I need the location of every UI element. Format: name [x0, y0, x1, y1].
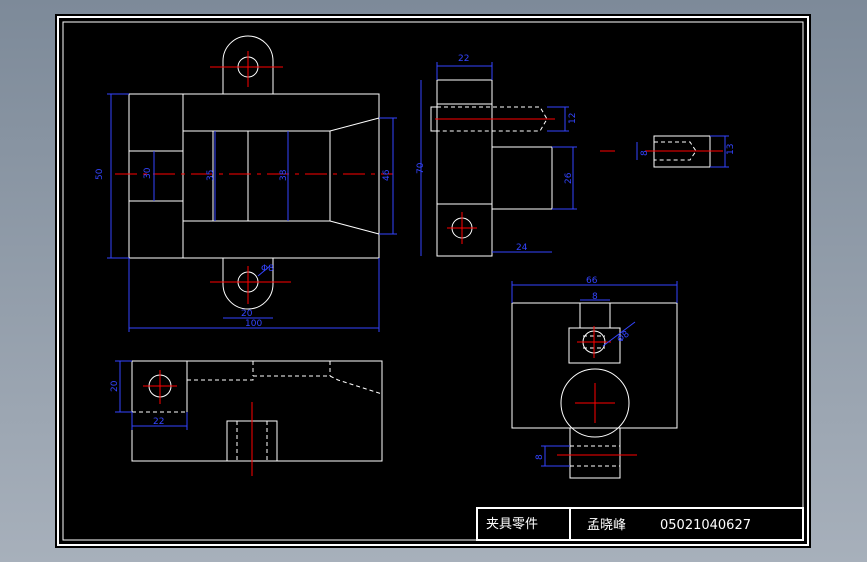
cad-drawing: 50 30 35 38 46 20 Φ8 100	[57, 16, 809, 546]
dim-bore1: 30	[143, 167, 153, 179]
end-view: 66 8 Φ8 8	[511, 276, 678, 479]
dim-lug-bottom: 20	[241, 309, 253, 319]
dim-pin-dia1: 8	[640, 150, 650, 156]
side-body	[436, 79, 493, 257]
title-author: 孟晓峰	[587, 518, 626, 533]
outer-border	[57, 16, 809, 546]
front-view: 20 22	[110, 360, 383, 476]
dim-top-width: 22	[458, 54, 469, 64]
dim-cone: 46	[382, 169, 392, 181]
main-body	[128, 93, 380, 259]
dim-side-height: 70	[416, 162, 426, 174]
dim-end-base: 8	[535, 454, 545, 460]
pin-detail: 8 13	[600, 135, 736, 168]
dim-lug-height: 20	[110, 380, 120, 392]
title-block: 夹具零件 孟晓峰 05021040627	[476, 507, 804, 541]
dim-pin-dia2: 13	[726, 144, 736, 155]
dim-lug-hole: Φ8	[261, 264, 274, 274]
inner-border	[62, 21, 804, 541]
drawing-sheet: 50 30 35 38 46 20 Φ8 100	[55, 14, 811, 548]
dim-height-left: 50	[95, 168, 105, 180]
dim-end-hole: Φ8	[616, 329, 632, 345]
top-lug	[222, 35, 274, 94]
top-view: 50 30 35 38 46 20 Φ8 100	[95, 35, 397, 332]
dim-width: 100	[245, 319, 262, 329]
title-student-id: 05021040627	[660, 518, 751, 533]
dim-bore3: 38	[279, 169, 289, 181]
dim-pin-dia: 12	[568, 113, 578, 124]
dim-boss: 26	[564, 172, 574, 184]
dim-bottom-width: 24	[516, 243, 528, 253]
dim-bore2: 35	[206, 170, 216, 181]
title-part-name: 夹具零件	[486, 517, 538, 532]
dim-end-slot: 8	[592, 292, 598, 302]
dim-end-width: 66	[586, 276, 598, 286]
dim-lug-width: 22	[153, 417, 164, 427]
side-view: 22 70 12 26 24	[416, 54, 578, 257]
